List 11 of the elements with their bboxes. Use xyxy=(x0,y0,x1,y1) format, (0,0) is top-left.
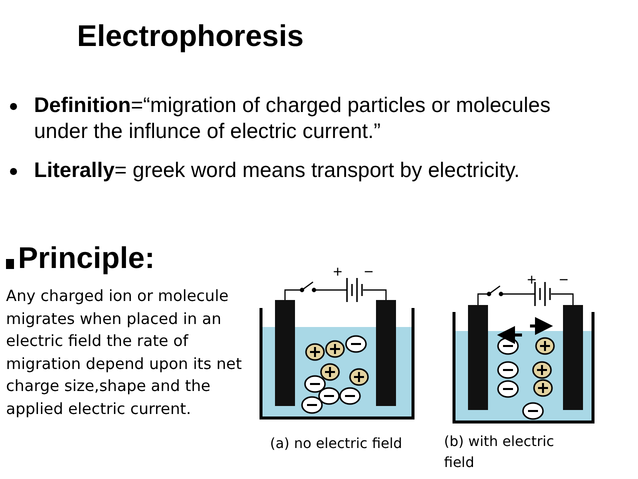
bullet-text: Definition=“migration of charged particles or molecules under the influnce of electric current.” xyxy=(34,93,552,145)
bullet-text: Literally= greek word means transport by electricity. xyxy=(34,158,521,184)
polarity-sign: + xyxy=(527,272,536,290)
polarity-sign: − xyxy=(559,272,568,290)
figure-caption: (b) with electric field xyxy=(444,433,556,473)
slide-title: Electrophoresis xyxy=(77,20,304,54)
polarity-sign: + xyxy=(333,264,342,282)
polarity-sign: − xyxy=(364,264,374,282)
section-heading: Principle: xyxy=(18,242,155,276)
figure-caption: (a) no electric field xyxy=(270,436,402,452)
body-paragraph: Any charged ion or molecule migrates when placed in an electric field the rate of migration depend upon its net charge size,shape and the applied electric current. xyxy=(6,286,243,420)
